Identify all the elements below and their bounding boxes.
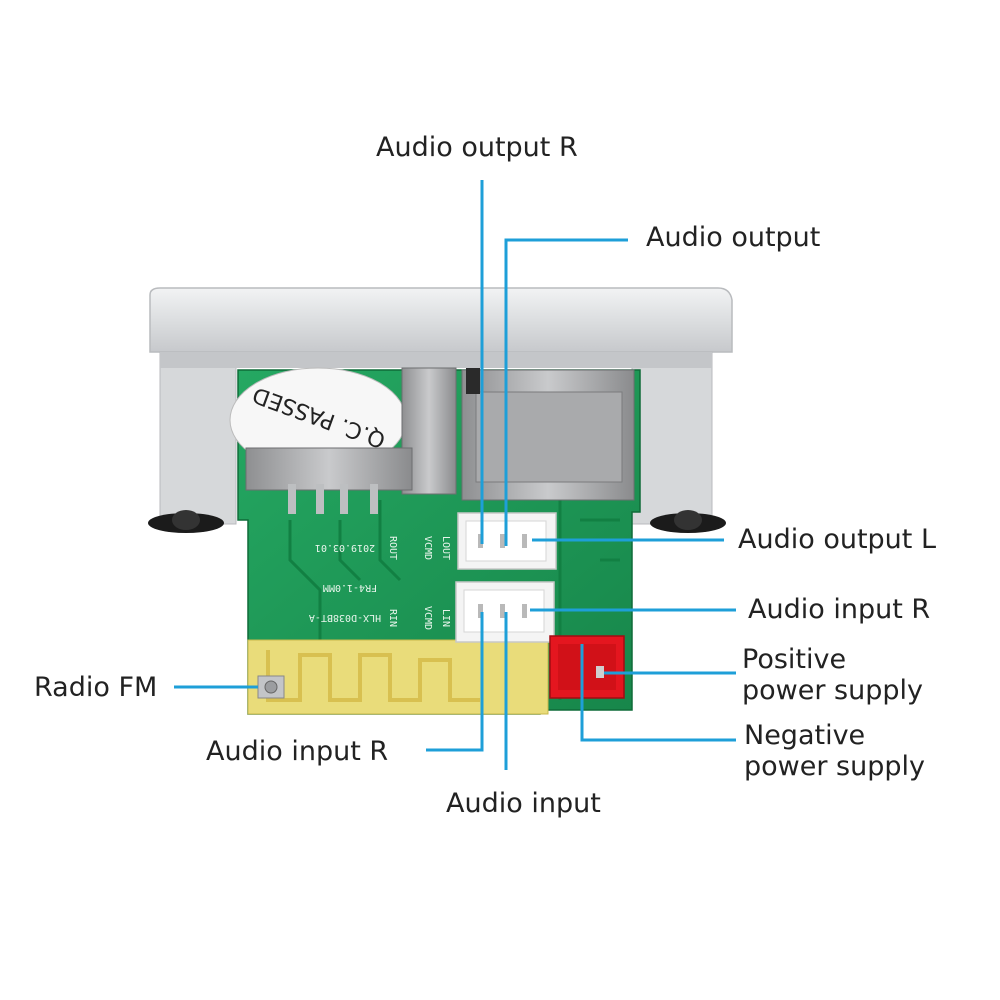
board-date: 2019.03.01 [315, 542, 375, 553]
board-thickness: FR4-1.0MM [323, 582, 377, 593]
annotation-lines [174, 180, 736, 770]
label-audio-output-l: Audio output L [738, 524, 937, 555]
fm-antenna-area [247, 639, 549, 715]
power-connector [549, 635, 625, 699]
silk-lin: LIN [440, 609, 451, 627]
label-audio-output-r-top: Audio output R [376, 132, 578, 163]
silkscreen-text: 2019.03.01 FR4-1.0MM HLX-D038BT-A ROUT L… [309, 536, 451, 630]
front-bezel [149, 287, 733, 525]
board-model: HLX-D038BT-A [309, 612, 381, 623]
sd-card-slot [461, 368, 635, 501]
silk-rin: RIN [387, 609, 398, 627]
right-screw [650, 510, 726, 533]
label-positive-power-supply: Positive power supply [742, 644, 923, 706]
silk-rout: ROUT [387, 536, 398, 560]
left-screw [148, 510, 224, 533]
silk-vcmd-1: VCMD [422, 536, 433, 560]
radio-fm-button[interactable] [257, 675, 285, 699]
label-audio-input-r-bottom: Audio input R [206, 736, 389, 767]
usb-connector [245, 367, 457, 514]
label-negative-power-supply: Negative power supply [744, 720, 925, 782]
label-radio-fm: Radio FM [34, 672, 158, 703]
label-audio-output-top: Audio output [646, 222, 821, 253]
label-audio-input-bottom: Audio input [446, 788, 601, 819]
silk-lout: LOUT [440, 536, 451, 560]
silk-vcmd-2: VCMD [422, 606, 433, 630]
label-audio-input-r-right: Audio input R [748, 594, 931, 625]
